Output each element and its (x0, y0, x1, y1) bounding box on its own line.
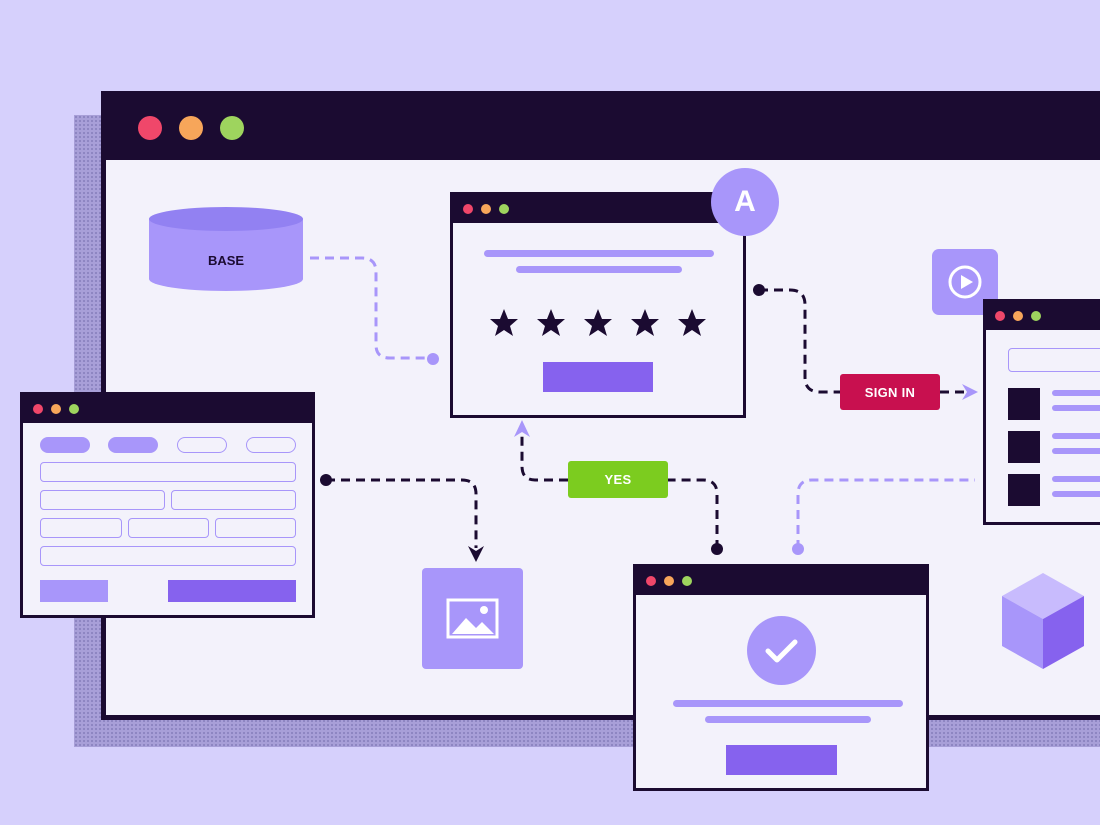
star-rating[interactable] (489, 308, 709, 338)
form-input-field[interactable] (128, 518, 209, 538)
list-text-line (1052, 491, 1100, 497)
success-continue-button[interactable] (726, 745, 837, 775)
list-thumbnail (1008, 388, 1040, 420)
success-heading-line (673, 700, 903, 707)
form-input-field[interactable] (40, 490, 165, 510)
maximize-dot[interactable] (69, 404, 79, 414)
form-input-field[interactable] (40, 546, 296, 566)
review-heading-line (484, 250, 714, 257)
star-icon (584, 309, 612, 336)
review-card-window (450, 192, 746, 418)
sign-in-badge[interactable]: SIGN IN (840, 374, 940, 410)
yes-badge[interactable]: YES (568, 461, 668, 498)
maximize-dot[interactable] (682, 576, 692, 586)
checkmark-icon (747, 616, 816, 685)
list-text-line (1052, 405, 1100, 411)
form-input-field[interactable] (215, 518, 296, 538)
list-text-line (1052, 433, 1100, 439)
star-icon (537, 309, 565, 336)
minimize-dot[interactable] (664, 576, 674, 586)
database-icon: BASE (148, 206, 304, 292)
maximize-dot[interactable] (499, 204, 509, 214)
review-card-titlebar (453, 195, 743, 223)
success-window (633, 564, 929, 791)
close-dot[interactable] (463, 204, 473, 214)
list-window (983, 299, 1100, 525)
form-tab-active[interactable] (108, 437, 158, 453)
image-icon[interactable] (422, 568, 523, 669)
list-text-line (1052, 448, 1100, 454)
review-subheading-line (516, 266, 682, 273)
form-window-titlebar (23, 395, 312, 423)
form-window (20, 392, 315, 618)
close-dot[interactable] (646, 576, 656, 586)
form-tab[interactable] (177, 437, 227, 453)
avatar-icon: A (711, 168, 779, 236)
success-subheading-line (705, 716, 871, 723)
star-icon (678, 309, 706, 336)
form-tab-active[interactable] (40, 437, 90, 453)
list-window-titlebar (986, 302, 1100, 330)
list-thumbnail (1008, 474, 1040, 506)
close-dot[interactable] (995, 311, 1005, 321)
form-input-field[interactable] (171, 490, 296, 510)
form-input-field[interactable] (40, 462, 296, 482)
main-window-titlebar (106, 96, 1100, 160)
success-window-titlebar (636, 567, 926, 595)
minimize-dot[interactable] (1013, 311, 1023, 321)
list-text-line (1052, 476, 1100, 482)
review-submit-button[interactable] (543, 362, 653, 392)
star-icon (490, 309, 518, 336)
minimize-dot[interactable] (481, 204, 491, 214)
form-tab[interactable] (246, 437, 296, 453)
minimize-dot[interactable] (179, 116, 203, 140)
star-icon (631, 309, 659, 336)
form-secondary-button[interactable] (40, 580, 108, 602)
avatar-letter: A (734, 185, 756, 218)
form-input-field[interactable] (40, 518, 122, 538)
close-dot[interactable] (33, 404, 43, 414)
database-label: BASE (207, 253, 245, 268)
list-text-line (1052, 390, 1100, 396)
cube-icon (1002, 573, 1084, 669)
list-search-input[interactable] (1008, 348, 1100, 372)
form-primary-button[interactable] (168, 580, 296, 602)
maximize-dot[interactable] (220, 116, 244, 140)
close-dot[interactable] (138, 116, 162, 140)
minimize-dot[interactable] (51, 404, 61, 414)
maximize-dot[interactable] (1031, 311, 1041, 321)
list-thumbnail (1008, 431, 1040, 463)
